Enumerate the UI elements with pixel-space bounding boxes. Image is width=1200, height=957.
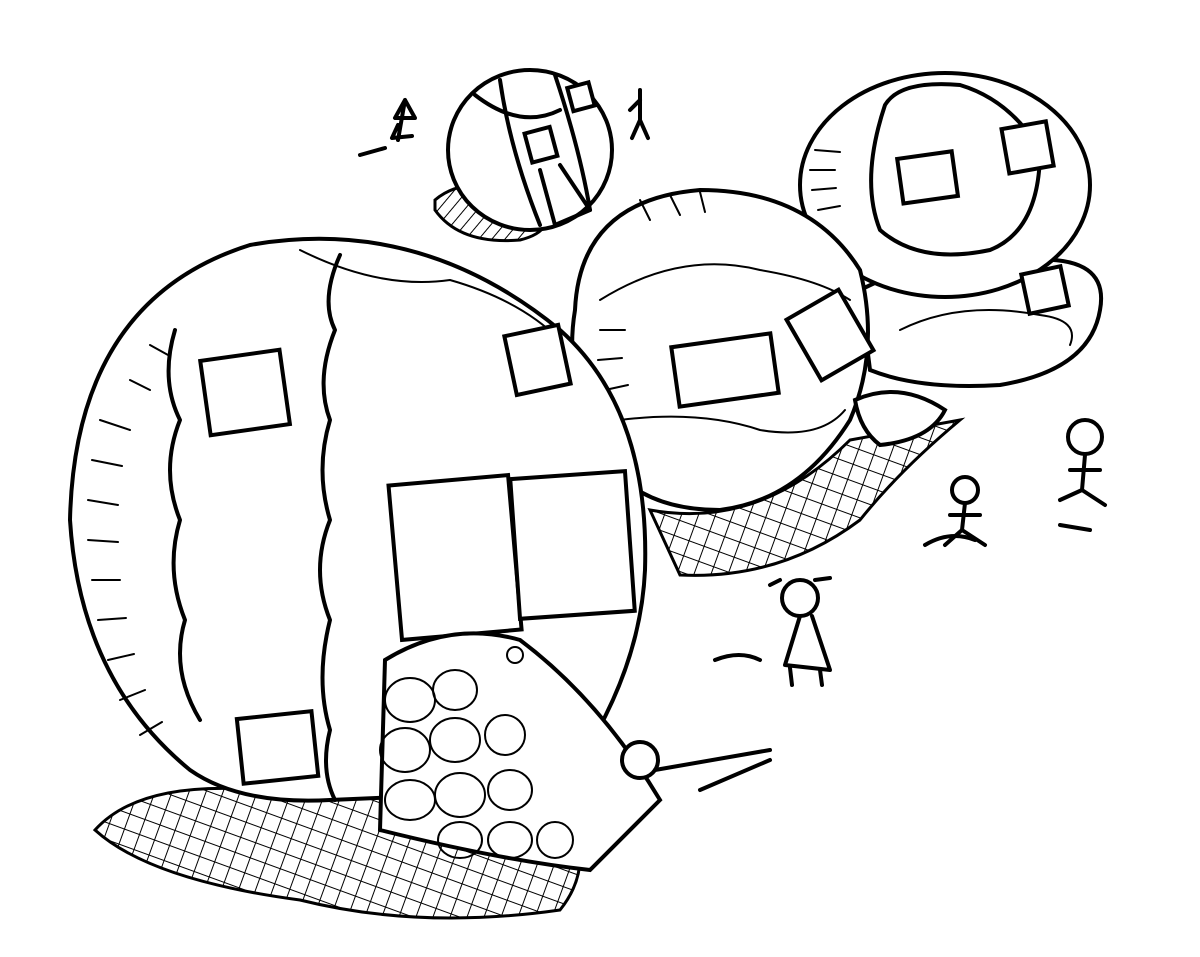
window [999,119,1056,176]
door-ramp [538,163,592,227]
door-knob [506,646,524,664]
window [197,347,293,438]
window [894,149,961,206]
doorway [386,472,524,643]
middle-sphere-house [570,187,948,513]
tree-icon [358,98,417,157]
stone-doorway [852,390,948,448]
stone-ramp [377,631,663,873]
person-figure [628,88,650,140]
person-lying [620,740,772,792]
small-sphere-house [446,68,614,232]
main-sphere-house [67,236,663,873]
window [1018,263,1072,317]
stones [379,669,574,859]
child-figure [713,576,832,687]
right-sphere-house [798,71,1104,388]
window [669,331,781,409]
open-door [508,468,637,621]
window [501,322,573,398]
window [783,286,877,384]
window [564,79,598,114]
window [522,124,560,166]
window [234,709,321,786]
child-figure [923,475,987,547]
running-figure [1058,418,1107,532]
